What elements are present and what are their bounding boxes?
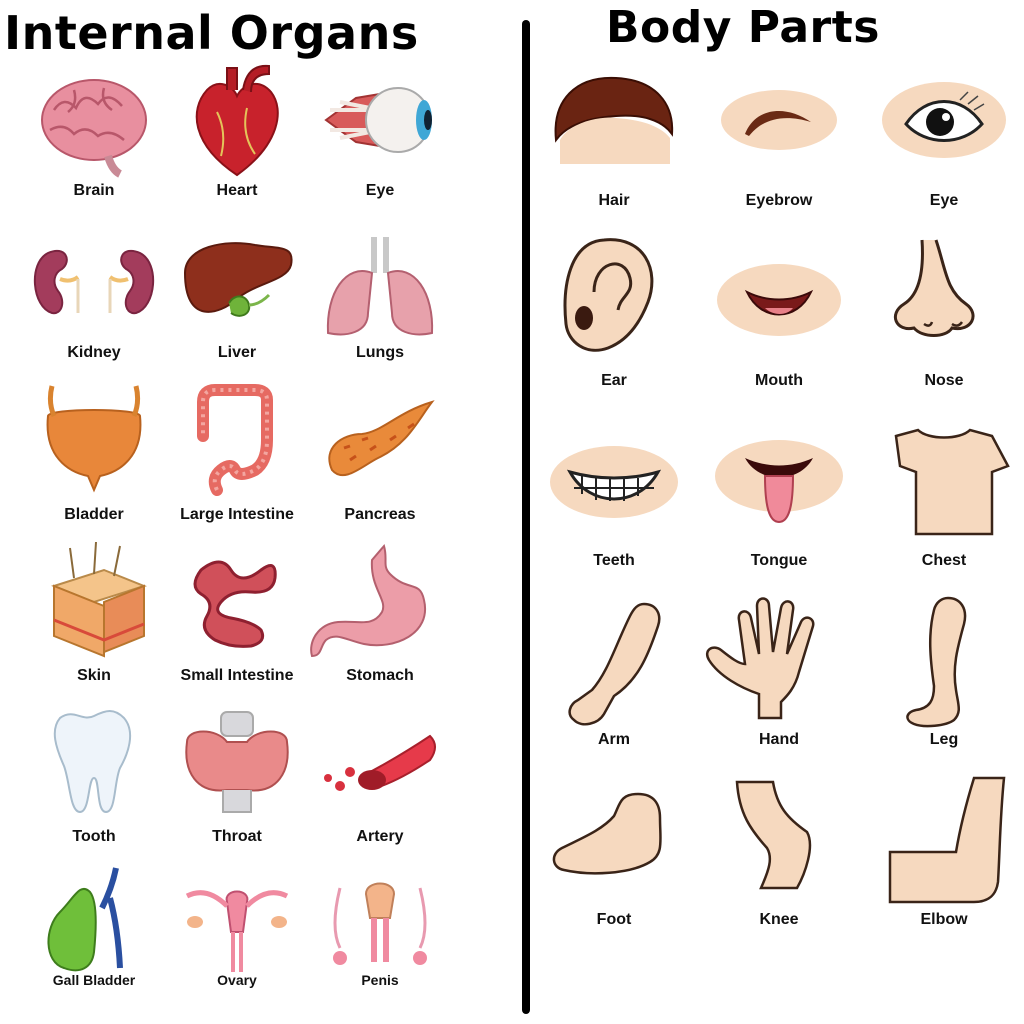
male-reproductive-icon <box>333 882 427 965</box>
item-label: Large Intestine <box>180 506 294 523</box>
item-label: Penis <box>361 972 399 988</box>
item-label: Heart <box>216 182 258 199</box>
teeth-icon <box>550 446 678 518</box>
item-label: Mouth <box>755 372 803 389</box>
item-label: Liver <box>217 344 257 361</box>
pancreas-icon <box>328 400 435 477</box>
body-parts-title: Body Parts <box>606 2 880 53</box>
eyebrow-icon <box>721 90 837 150</box>
item-label: Eye <box>929 192 959 209</box>
item-label: Stomach <box>346 667 414 684</box>
elbow-icon <box>888 776 1006 904</box>
leg-icon <box>906 596 967 728</box>
hair-icon <box>554 76 674 164</box>
item-label: Small Intestine <box>180 667 294 684</box>
item-label: Elbow <box>920 911 968 928</box>
lungs-icon <box>326 237 434 336</box>
column-divider <box>522 20 530 1014</box>
item-label: Foot <box>596 911 632 928</box>
item-label: Eyebrow <box>745 192 813 209</box>
nose-icon <box>893 239 975 337</box>
brain-icon <box>41 79 147 178</box>
hand-icon <box>705 597 815 720</box>
item-label: Eye <box>365 182 395 199</box>
item-label: Nose <box>924 372 964 389</box>
internal-organs-title: Internal Organs <box>4 6 419 60</box>
item-label: Artery <box>356 828 404 845</box>
heart-icon <box>195 64 279 177</box>
mouth-icon <box>717 264 841 336</box>
item-label: Teeth <box>593 552 635 569</box>
arm-icon <box>568 602 661 726</box>
item-label: Ear <box>601 372 627 389</box>
item-label: Tongue <box>750 552 808 569</box>
item-label: Skin <box>77 667 111 684</box>
item-label: Knee <box>759 911 799 928</box>
eyeball-icon <box>324 87 432 153</box>
ovary-icon <box>185 890 289 972</box>
chest-icon <box>894 428 1010 536</box>
skin-icon <box>51 541 147 658</box>
stomach-icon <box>310 543 427 658</box>
item-label: Tooth <box>72 828 116 845</box>
tooth-icon <box>53 710 132 814</box>
bladder-icon <box>46 385 142 493</box>
foot-icon <box>552 792 662 875</box>
kidney-icon <box>34 250 154 315</box>
eye-icon <box>882 82 1006 158</box>
item-label: Pancreas <box>344 506 416 523</box>
item-label: Hair <box>598 192 630 209</box>
item-label: Chest <box>921 552 967 569</box>
item-label: Ovary <box>217 972 257 988</box>
item-label: Throat <box>212 828 262 845</box>
gall-bladder-icon <box>47 867 123 972</box>
item-label: Gall Bladder <box>52 972 136 988</box>
item-label: Lungs <box>356 344 404 361</box>
item-label: Leg <box>929 731 959 748</box>
item-label: Kidney <box>67 344 121 361</box>
item-label: Hand <box>759 731 799 748</box>
ear-icon <box>563 238 654 352</box>
item-label: Arm <box>597 731 631 748</box>
large-intestine-icon <box>197 384 273 496</box>
tongue-icon <box>715 440 843 524</box>
knee-icon <box>735 780 812 890</box>
throat-icon <box>185 711 289 813</box>
small-intestine-icon <box>193 560 277 648</box>
item-label: Brain <box>73 182 115 199</box>
item-label: Bladder <box>64 506 124 523</box>
artery-icon <box>324 734 436 791</box>
liver-icon <box>183 242 293 317</box>
